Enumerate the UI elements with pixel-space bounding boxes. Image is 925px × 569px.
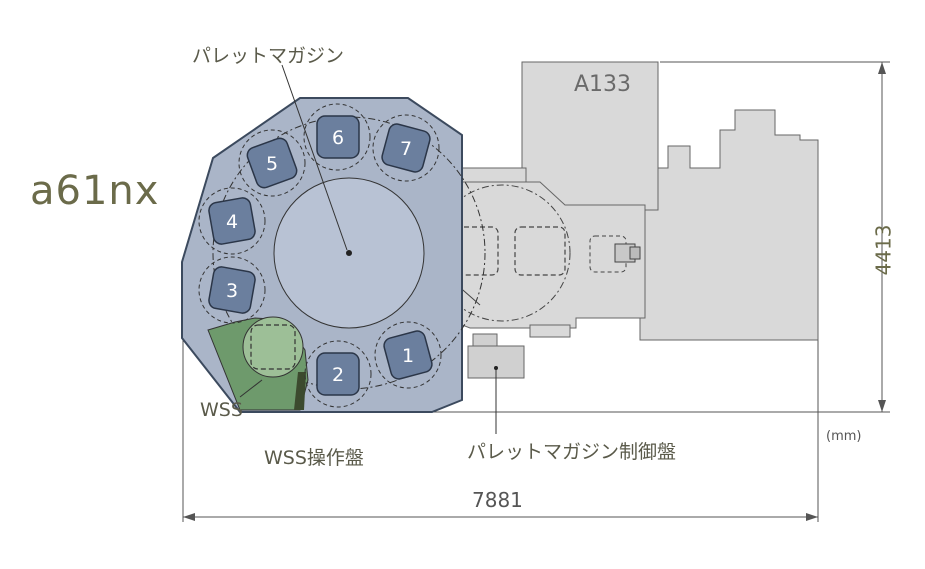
spindle-outline — [589, 235, 627, 273]
wss-panel-label: WSS操作盤 — [264, 447, 364, 469]
pallet-6 — [316, 115, 360, 159]
model-name: a61nx — [30, 168, 160, 214]
a133-block — [521, 61, 659, 211]
station-number-6: 6 — [332, 127, 344, 149]
wss-station-circle — [242, 316, 304, 378]
wss-panel-marker — [294, 372, 306, 410]
pallet-4 — [208, 197, 256, 245]
magazine-control-panel-label: パレットマガジン制御盤 — [467, 441, 677, 463]
dimension-lines — [182, 61, 890, 522]
pallets — [208, 115, 433, 396]
pallet-3 — [208, 266, 256, 314]
spindle-tip — [629, 246, 641, 260]
width-arrow-left — [183, 513, 195, 521]
machine-label: A133 — [574, 72, 632, 97]
unit-label: (mm) — [826, 429, 862, 444]
pallet-5 — [246, 137, 298, 189]
pallet-magazine-label: パレットマガジン — [192, 45, 345, 67]
machine-pallet-right — [514, 226, 566, 276]
station-numbers: 1 2 3 4 5 6 7 — [226, 127, 414, 386]
width-arrow-right — [806, 513, 818, 521]
wss-label: WSS — [200, 399, 243, 421]
station-number-1: 1 — [402, 345, 414, 367]
station-number-3: 3 — [226, 280, 238, 302]
pallet-1 — [383, 330, 433, 380]
station-number-2: 2 — [332, 364, 344, 386]
width-dimension: 7881 — [472, 488, 523, 512]
station-number-4: 4 — [226, 211, 238, 233]
wss-pallet — [250, 324, 296, 370]
machine-base-notch — [529, 324, 571, 338]
pallet-2 — [316, 352, 360, 396]
pallet-7 — [381, 123, 431, 173]
station-circles — [198, 103, 442, 408]
machine-body-right — [639, 109, 819, 341]
depth-arrow-top — [878, 62, 886, 74]
depth-dimension: 4413 — [871, 224, 896, 276]
station-number-7: 7 — [400, 138, 412, 160]
depth-arrow-bottom — [878, 400, 886, 412]
station-number-5: 5 — [266, 153, 278, 175]
